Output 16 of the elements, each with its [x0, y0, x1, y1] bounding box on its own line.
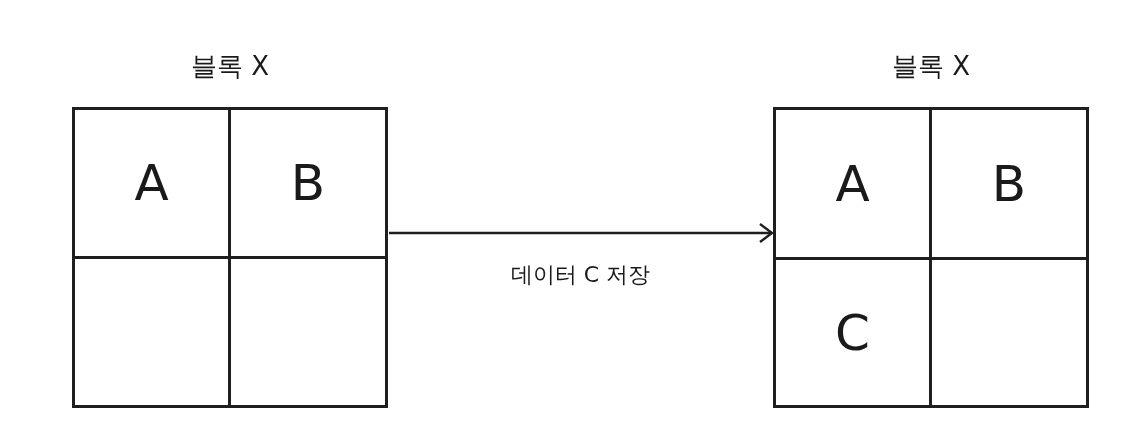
cell-letter: A [134, 158, 169, 208]
grid-cell [773, 107, 932, 260]
grid-cell [929, 257, 1089, 408]
block-heading: 블록 X [189, 50, 271, 83]
cell-letter: B [991, 158, 1027, 209]
grid-cell [228, 256, 388, 408]
arrow [389, 222, 774, 244]
block-heading: 블록 X [890, 50, 972, 83]
grid-cell [72, 107, 231, 259]
cell-letter: C [835, 307, 870, 358]
grid-cell [228, 107, 388, 259]
cell-letter: A [835, 158, 870, 209]
cell-letter: B [290, 158, 326, 208]
grid-cell [929, 107, 1089, 260]
grid-cell [773, 257, 932, 408]
grid-cell [72, 256, 231, 408]
